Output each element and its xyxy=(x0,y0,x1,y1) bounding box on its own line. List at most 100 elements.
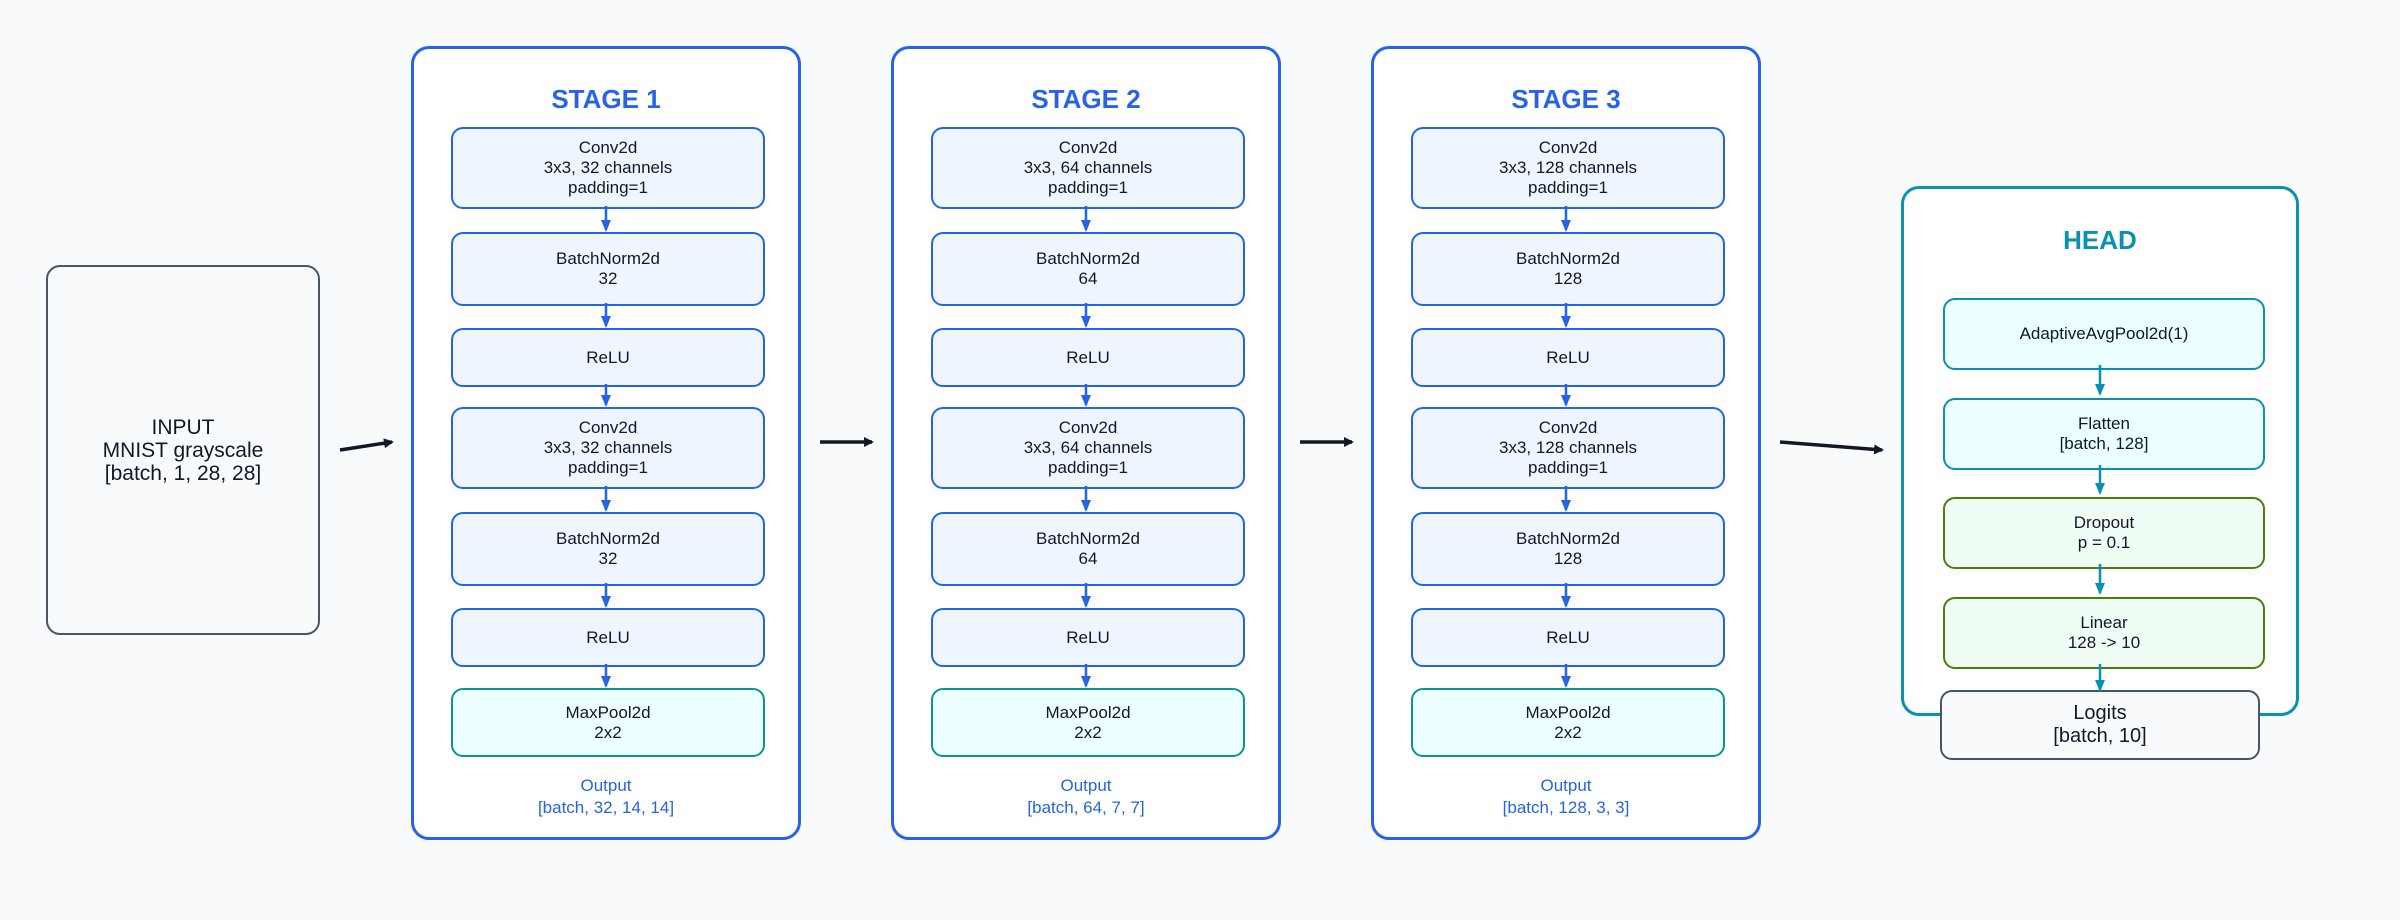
block-detail: 32 xyxy=(598,549,618,568)
batchnorm2d-block: BatchNorm2d 128 xyxy=(1411,512,1725,586)
conv2d-block: Conv2d 3x3, 128 channels padding=1 xyxy=(1411,407,1725,489)
relu-block: ReLU xyxy=(451,608,765,667)
stage-title: STAGE 2 xyxy=(1031,84,1141,114)
adaptiveavgpool2d-block: AdaptiveAvgPool2d(1) xyxy=(1943,298,2265,370)
block-detail: 3x3, 64 channels xyxy=(1023,438,1153,457)
block-detail: 128 xyxy=(1553,269,1583,288)
block-label: Conv2d xyxy=(1058,418,1118,437)
block-detail: p = 0.1 xyxy=(2077,533,2131,552)
block-detail: padding=1 xyxy=(568,178,648,197)
conv2d-block: Conv2d 3x3, 32 channels padding=1 xyxy=(451,127,765,209)
block-label: Conv2d xyxy=(1058,138,1118,157)
block-detail: padding=1 xyxy=(568,458,648,477)
batchnorm2d-block: BatchNorm2d 32 xyxy=(451,232,765,306)
flatten-block: Flatten [batch, 128] xyxy=(1943,398,2265,470)
block-detail: 64 xyxy=(1078,549,1098,568)
block-label: Conv2d xyxy=(1538,138,1598,157)
block-label: MaxPool2d xyxy=(1045,702,1131,722)
block-label: Conv2d xyxy=(578,418,638,437)
conv2d-block: Conv2d 3x3, 64 channels padding=1 xyxy=(931,127,1245,209)
relu-block: ReLU xyxy=(931,328,1245,387)
block-label: Conv2d xyxy=(1538,418,1598,437)
block-detail: 2x2 xyxy=(1554,722,1582,742)
block-detail: padding=1 xyxy=(1528,178,1608,197)
batchnorm2d-block: BatchNorm2d 128 xyxy=(1411,232,1725,306)
input-node: INPUT MNIST grayscale [batch, 1, 28, 28] xyxy=(46,265,320,635)
output-label: Output xyxy=(1540,776,1592,795)
block-label: ReLU xyxy=(1546,627,1590,647)
block-label: BatchNorm2d xyxy=(556,529,660,548)
block-label: MaxPool2d xyxy=(565,702,651,722)
relu-block: ReLU xyxy=(451,328,765,387)
logits-shape: [batch, 10] xyxy=(2053,725,2147,747)
flow-arrow xyxy=(339,438,394,452)
conv2d-block: Conv2d 3x3, 32 channels padding=1 xyxy=(451,407,765,489)
block-label: BatchNorm2d xyxy=(1516,249,1620,268)
block-detail: 128 xyxy=(1553,549,1583,568)
maxpool2d-block: MaxPool2d 2x2 xyxy=(1411,688,1725,757)
block-detail: 32 xyxy=(598,269,618,288)
input-shape: [batch, 1, 28, 28] xyxy=(104,461,262,485)
block-label: Linear xyxy=(2080,613,2128,632)
block-label: ReLU xyxy=(1066,347,1110,367)
input-dataset: MNIST grayscale xyxy=(102,438,264,462)
block-detail: padding=1 xyxy=(1048,178,1128,197)
batchnorm2d-block: BatchNorm2d 64 xyxy=(931,512,1245,586)
flow-arrow xyxy=(1779,440,1884,455)
block-label: Flatten xyxy=(2078,414,2130,433)
block-detail: 64 xyxy=(1078,269,1098,288)
stage-3-panel: STAGE 3 Conv2d 3x3, 128 channels padding… xyxy=(1371,46,1761,840)
stage-output: Output [batch, 32, 14, 14] xyxy=(414,775,798,819)
stage-title: STAGE 3 xyxy=(1511,84,1621,114)
maxpool2d-block: MaxPool2d 2x2 xyxy=(931,688,1245,757)
block-label: ReLU xyxy=(1546,347,1590,367)
relu-block: ReLU xyxy=(1411,328,1725,387)
linear-block: Linear 128 -> 10 xyxy=(1943,597,2265,669)
block-label: AdaptiveAvgPool2d(1) xyxy=(2019,324,2189,343)
input-title: INPUT xyxy=(151,415,215,439)
relu-block: ReLU xyxy=(1411,608,1725,667)
output-label: Output xyxy=(580,776,632,795)
block-detail: 128 -> 10 xyxy=(2067,633,2141,652)
stage-output: Output [batch, 64, 7, 7] xyxy=(894,775,1278,819)
output-label: Output xyxy=(1060,776,1112,795)
block-label: BatchNorm2d xyxy=(1036,529,1140,548)
head-title: HEAD xyxy=(2063,225,2137,255)
output-shape: [batch, 128, 3, 3] xyxy=(1502,798,1630,817)
maxpool2d-block: MaxPool2d 2x2 xyxy=(451,688,765,757)
block-detail: [batch, 128] xyxy=(2059,434,2149,453)
block-detail: 3x3, 32 channels xyxy=(543,158,673,177)
output-shape: [batch, 64, 7, 7] xyxy=(1027,798,1145,817)
block-label: ReLU xyxy=(586,347,630,367)
stage-output: Output [batch, 128, 3, 3] xyxy=(1374,775,1758,819)
batchnorm2d-block: BatchNorm2d 32 xyxy=(451,512,765,586)
block-label: ReLU xyxy=(586,627,630,647)
block-label: BatchNorm2d xyxy=(1516,529,1620,548)
conv2d-block: Conv2d 3x3, 128 channels padding=1 xyxy=(1411,127,1725,209)
block-detail: 3x3, 128 channels xyxy=(1499,438,1637,457)
head-panel: HEAD AdaptiveAvgPool2d(1) Flatten [batch… xyxy=(1901,186,2299,716)
block-label: BatchNorm2d xyxy=(1036,249,1140,268)
block-label: BatchNorm2d xyxy=(556,249,660,268)
block-detail: 3x3, 128 channels xyxy=(1499,158,1637,177)
block-detail: 3x3, 64 channels xyxy=(1023,158,1153,177)
relu-block: ReLU xyxy=(931,608,1245,667)
block-label: Dropout xyxy=(2073,513,2135,532)
block-detail: padding=1 xyxy=(1048,458,1128,477)
block-detail: 2x2 xyxy=(1074,722,1102,742)
logits-node: Logits [batch, 10] xyxy=(1940,690,2260,760)
block-detail: 3x3, 32 channels xyxy=(543,438,673,457)
dropout-block: Dropout p = 0.1 xyxy=(1943,497,2265,569)
stage-title: STAGE 1 xyxy=(551,84,661,114)
block-label: MaxPool2d xyxy=(1525,702,1611,722)
batchnorm2d-block: BatchNorm2d 64 xyxy=(931,232,1245,306)
block-label: Conv2d xyxy=(578,138,638,157)
block-detail: 2x2 xyxy=(594,722,622,742)
stage-2-panel: STAGE 2 Conv2d 3x3, 64 channels padding=… xyxy=(891,46,1281,840)
block-detail: padding=1 xyxy=(1528,458,1608,477)
stage-1-panel: STAGE 1 Conv2d 3x3, 32 channels padding=… xyxy=(411,46,801,840)
output-shape: [batch, 32, 14, 14] xyxy=(537,798,675,817)
logits-label: Logits xyxy=(2073,702,2127,724)
block-label: ReLU xyxy=(1066,627,1110,647)
